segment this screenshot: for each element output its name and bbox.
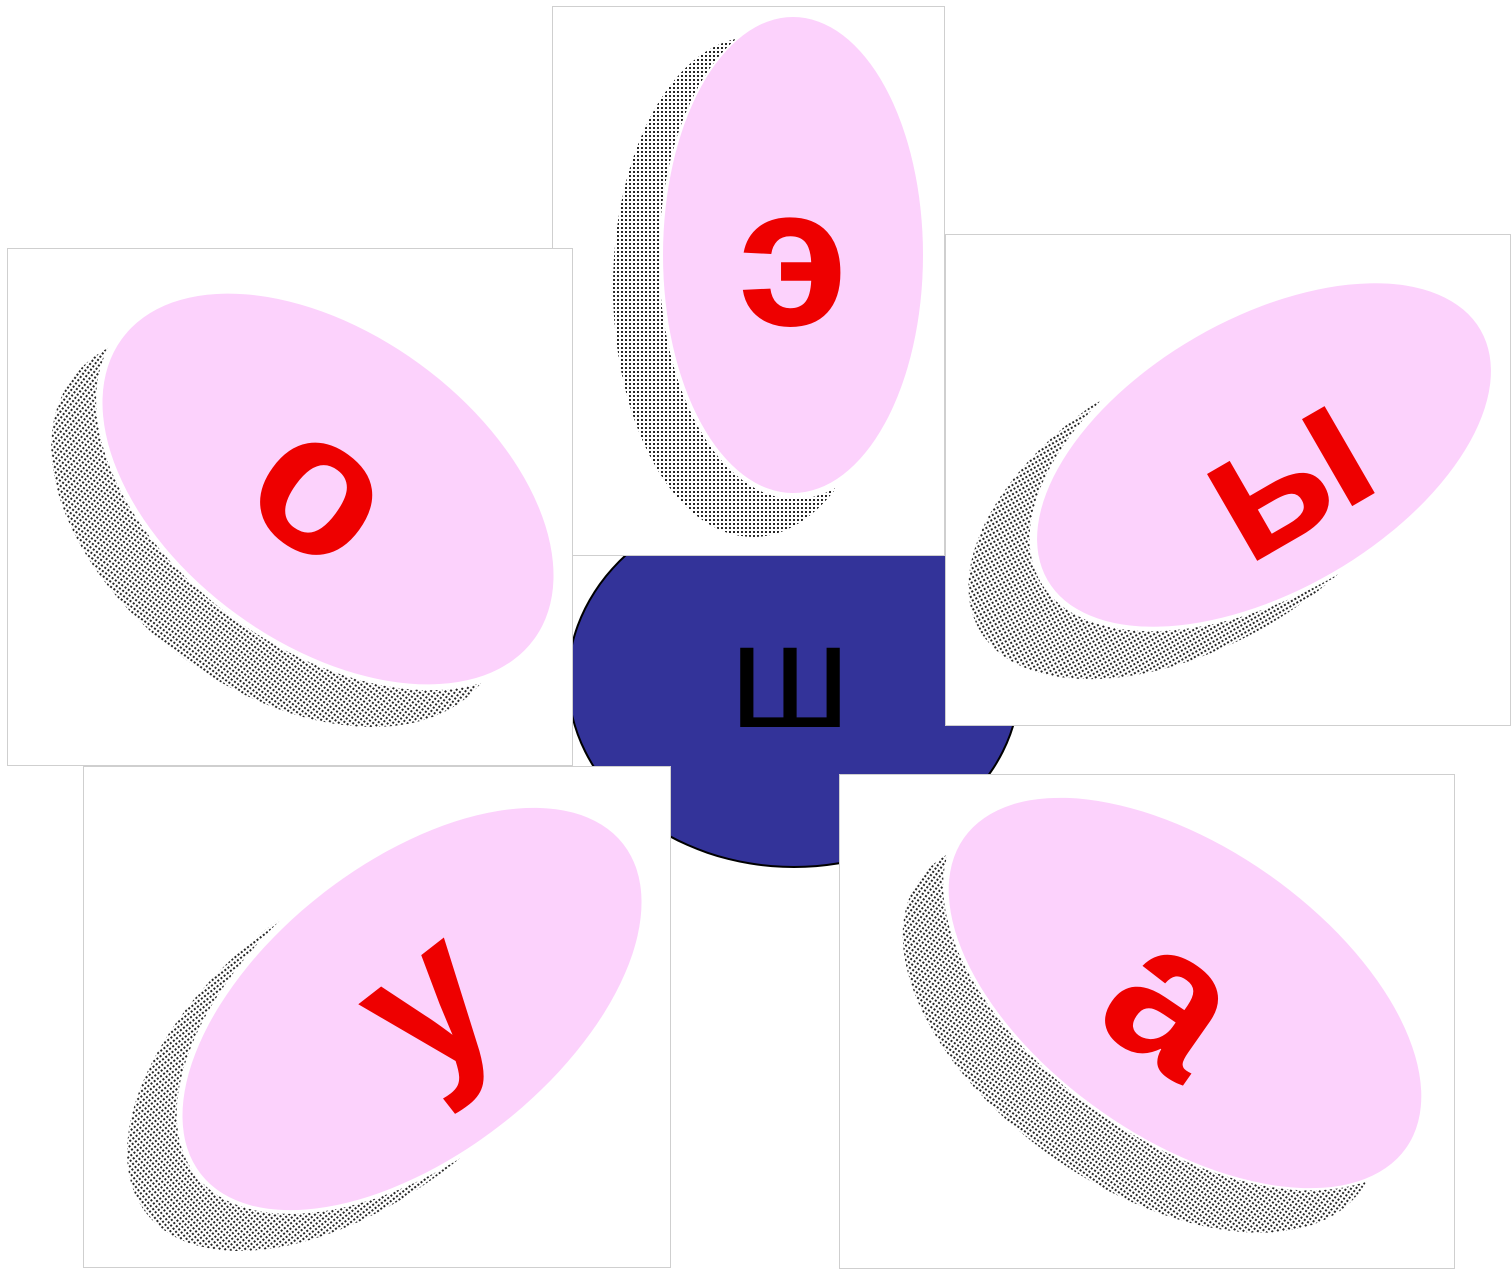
petal-card-o[interactable]: о (7, 248, 573, 766)
petal-letter-e: э (738, 145, 848, 368)
petal-card-e[interactable]: э (552, 6, 945, 556)
petal-e-graphic: э (553, 7, 945, 556)
petal-card-y[interactable]: ы (945, 234, 1511, 726)
center-letter: ш (700, 600, 880, 750)
petal-y-graphic: ы (946, 235, 1511, 726)
petal-a-graphic: а (840, 775, 1455, 1269)
petal-u-graphic: у (84, 767, 671, 1268)
petal-o-graphic: о (8, 249, 573, 766)
petal-card-a[interactable]: а (839, 774, 1455, 1269)
petal-card-u[interactable]: у (83, 766, 671, 1268)
